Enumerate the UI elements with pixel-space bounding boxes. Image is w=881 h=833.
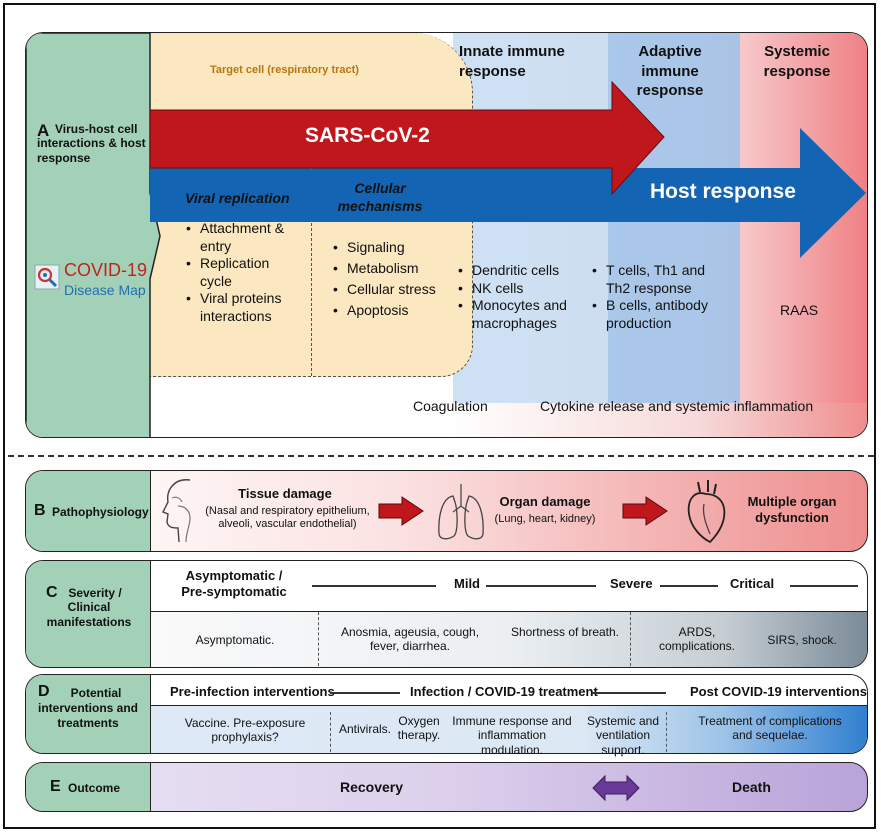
severity-line [660,585,718,587]
panel-a-label-shape [26,33,161,437]
panel-d-label-cell [26,675,151,753]
figure-frame [3,3,876,829]
severity-cell: Shortness of breath. [510,625,620,639]
panel-a-arrows [149,80,866,258]
interventions-line [330,692,400,694]
severity-divider [318,612,319,666]
severity-line [790,585,858,587]
intervention-cell: Systemic and ventilation support. [586,714,660,757]
panel-d-label: Potential interventions and treatments [37,686,138,730]
panel-a-letter: A [37,121,50,140]
adaptive-response-label: Adaptive immune response [636,43,704,99]
intervention-cell: Vaccine. Pre-exposure prophylaxis? [184,716,306,745]
list-item: Cellular stress [333,279,453,300]
intervention-cell: Immune response and inflammation modulat… [452,714,572,757]
innate-cells-list: Dendritic cells NK cells Monocytes and m… [458,262,578,332]
panel-e-label: Outcome [68,781,121,795]
list-item: Replication cycle [186,255,301,290]
recovery-label: Recovery [340,779,404,795]
panel-c [25,560,868,668]
list-item: Attachment & entry [186,220,301,255]
mild-label: Mild [454,576,480,591]
panel-e [25,762,868,812]
viral-replication-title: Viral replication [185,190,290,206]
lungs-icon [438,484,484,540]
innate-response-label: Innate immune response [459,43,565,80]
list-item: Metabolism [333,258,453,279]
sars-cov-2-arrow [149,80,665,196]
panel-c-label-cell [26,561,151,667]
arrow-right-icon [378,496,424,526]
death-label: Death [732,779,771,795]
severity-cell: Anosmia, ageusia, cough, fever, diarrhea… [340,625,480,654]
cell-divider [311,168,312,376]
host-response-label: Host response [650,180,796,203]
coagulation-label: Coagulation [413,398,488,414]
interventions-gradient-row [151,705,867,753]
covid-disease-map-logo: COVID-19 Disease Map [34,260,154,308]
interventions-line [592,692,666,694]
asymptomatic-header: Asymptomatic / Pre-symptomatic [181,568,287,600]
panel-a-label: Virus-host cell interactions & host resp… [37,122,146,165]
interventions-divider [666,712,667,752]
severity-line [312,585,436,587]
severity-line [486,585,596,587]
panel-c-label: Severity / Clinical manifestations [46,586,132,629]
severity-cell: SIRS, shock. [767,633,837,647]
systemic-response-label: Systemic response [763,43,831,80]
panel-b-letter: B [34,502,46,519]
multiple-organ-label: Multiple organ dysfunction [747,494,837,526]
heart-icon [687,480,726,544]
double-arrow-icon [592,774,640,802]
list-item: T cells, Th1 and Th2 response [592,262,712,297]
list-item: Apoptosis [333,300,453,321]
viral-replication-list: Attachment & entry Replication cycle Vir… [186,220,301,325]
host-response-arrow [150,128,866,258]
arrow-right-icon [622,496,668,526]
logo-sub-text: Disease Map [64,282,146,298]
panel-e-label-cell [26,763,151,811]
post-covid-label: Post COVID-19 interventions [690,684,867,699]
head-profile-icon [162,479,191,543]
target-cell-label: Target cell (respiratory tract) [210,64,359,76]
intervention-cell: Treatment of complications and sequelae. [698,714,842,743]
panel-b-label: Pathophysiology [52,505,149,519]
organ-damage-title: Organ damage [499,494,591,509]
severity-cell: Asymptomatic. [195,633,275,647]
tissue-damage-sub: (Nasal and respiratory epithelium, alveo… [205,505,370,531]
panel-e-letter: E [50,778,61,795]
virus-magnifier-icon [34,264,60,290]
infection-treatment-label: Infection / COVID-19 treatment [410,684,598,699]
severity-divider [630,612,631,666]
intervention-cell: Oxygen therapy. [397,714,441,743]
list-item: B cells, antibody production [592,297,712,332]
panel-b [25,470,868,552]
organ-damage-sub: (Lung, heart, kidney) [494,513,596,525]
raas-label: RAAS [780,302,819,318]
panel-d [25,674,868,754]
interventions-divider [330,712,331,752]
sars-cov-2-label: SARS-CoV-2 [305,124,430,147]
list-item: Signaling [333,237,453,258]
list-item: NK cells [458,280,578,298]
pre-infection-label: Pre-infection interventions [170,684,335,699]
panel-d-letter: D [38,683,50,700]
severe-label: Severe [610,576,653,591]
cellular-mechanisms-title: Cellular mechanisms [337,180,423,214]
panel-b-label-cell [26,471,151,551]
section-separator [8,455,874,457]
logo-main-text: COVID-19 [64,260,148,280]
tissue-damage-title: Tissue damage [238,486,332,501]
severity-gradient-row [151,611,867,667]
panel-c-letter: C [46,584,58,601]
critical-label: Critical [730,576,775,591]
list-item: Viral proteins interactions [186,290,301,325]
intervention-cell: Antivirals. [338,722,391,736]
list-item: Monocytes and macrophages [458,297,578,332]
cellular-mechanisms-list: Signaling Metabolism Cellular stress Apo… [333,237,453,321]
cytokine-label: Cytokine release and systemic inflammati… [540,398,814,414]
severity-cell: ARDS, complications. [658,625,736,654]
list-item: Dendritic cells [458,262,578,280]
adaptive-cells-list: T cells, Th1 and Th2 response B cells, a… [592,262,712,332]
